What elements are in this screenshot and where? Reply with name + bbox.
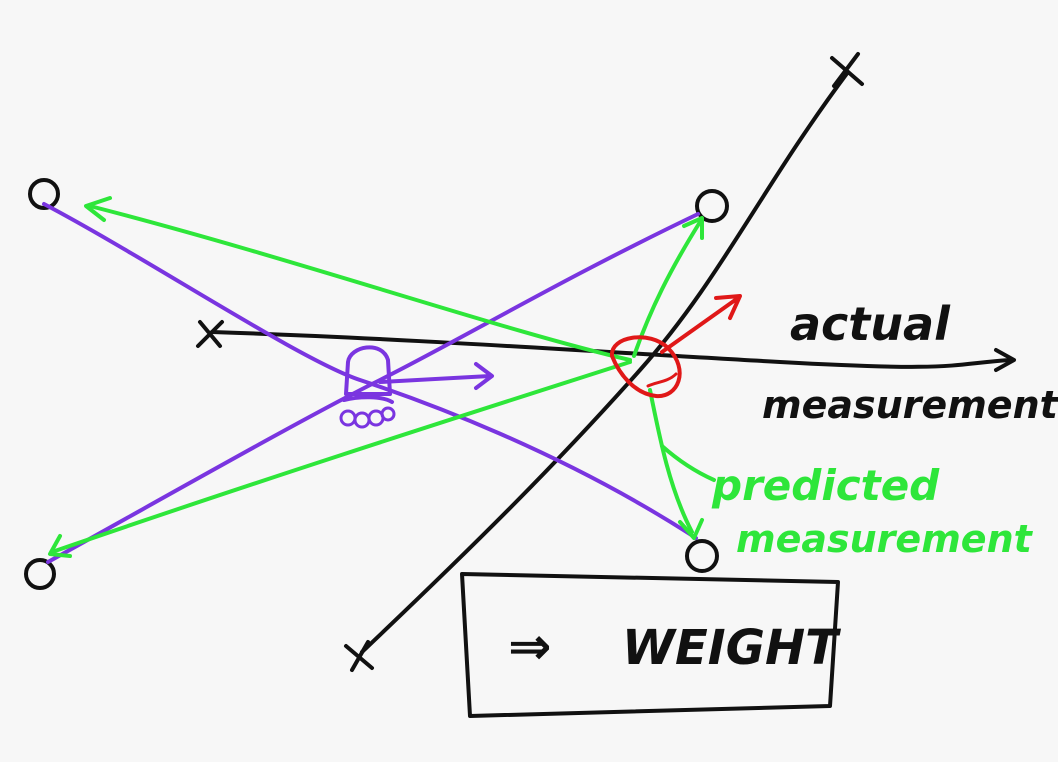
circle-landmark-icon [24,558,56,590]
red-heading-arrow [660,294,742,354]
green-arrowhead [48,534,72,558]
green-label-pointer [660,444,716,482]
predicted-measurements [48,196,716,558]
diagonal-axis [344,52,864,672]
green-predicted-line [648,388,694,534]
green-predicted-line [88,204,632,362]
green-predicted-line [50,360,632,554]
horizontal-axis-arrowhead [994,348,1016,372]
purple-measurement-line [46,212,700,564]
purple-measurement-line [42,202,698,540]
x-mark-icon [344,640,374,672]
circle-landmark-icon [695,189,729,223]
previous-pose-measurements [42,202,700,564]
actual-label-line2: measurement [762,383,1058,427]
purple-heading-arrow [378,362,494,390]
robot-footprint-icon [339,345,396,429]
horizontal-axis [196,320,1016,372]
diagonal-axis-line [360,70,850,654]
red-pose-outline [610,335,682,399]
weight-text: WEIGHT [622,620,841,676]
predicted-label-line2: measurement [736,517,1034,561]
circle-landmark-icon [28,178,60,210]
x-mark-icon [196,320,224,348]
green-arrowhead [84,196,112,222]
current-pose [610,294,742,399]
green-predicted-line [632,220,702,358]
implies-arrow-icon: ⇒ [508,617,552,677]
landmarks [24,178,729,590]
weight-box: ⇒ WEIGHT [460,572,841,718]
x-mark-icon [830,52,864,88]
horizontal-axis-line [210,330,1012,369]
green-arrowhead [678,518,704,540]
green-arrowhead [682,216,704,240]
circle-landmark-icon [685,539,719,573]
weight-box-border [460,572,840,718]
predicted-measurement-label: predicted measurement [711,461,1034,561]
red-pose-toes [646,372,678,388]
actual-label-line1: actual [790,297,951,351]
actual-measurement-label: actual measurement [762,297,1058,427]
predicted-label-line1: predicted [711,461,940,510]
